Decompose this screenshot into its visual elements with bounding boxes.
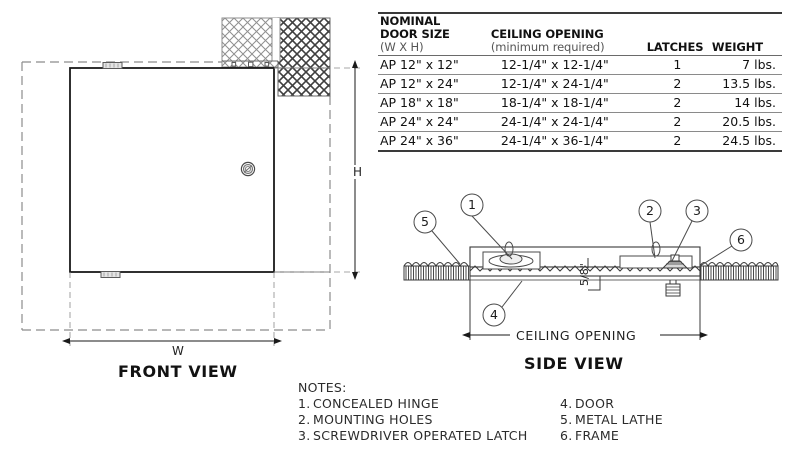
- front-frame-outline: [274, 67, 330, 273]
- callout-6: 6: [737, 232, 745, 247]
- header-opening-line2: (minimum required): [490, 39, 605, 54]
- side-latch-assembly: [619, 254, 693, 269]
- note-item: 4.DOOR: [560, 396, 663, 412]
- callout-4: 4: [490, 307, 498, 322]
- cell-weight: 20.5 lbs.: [709, 112, 782, 132]
- header-size-line3: (W X H): [380, 39, 424, 54]
- front-hatch-gap: [272, 18, 280, 61]
- cell-latches: 1: [644, 55, 710, 75]
- front-hatch-light: [221, 17, 279, 68]
- note-number: 3.: [298, 428, 311, 443]
- dimension-label-ceiling-opening: CEILING OPENING: [514, 328, 639, 343]
- side-opening-extension-lines: [469, 247, 701, 340]
- note-text: MOUNTING HOLES: [313, 412, 433, 427]
- table-head: NOMINAL DOOR SIZE (W X H) CEILING OPENIN…: [378, 11, 782, 56]
- notes-column-right: 4.DOOR 5.METAL LATHE 6.FRAME: [560, 396, 663, 444]
- front-door-panel: [69, 67, 275, 273]
- table-row: AP 18" x 18" 18-1/4" x 18-1/4" 2 14 lbs.: [378, 93, 782, 113]
- note-item: 1.CONCEALED HINGE: [298, 396, 528, 412]
- front-hatch-dark-lower: [277, 67, 331, 97]
- cell-size: AP 12" x 12": [378, 55, 489, 75]
- note-item: 6.FRAME: [560, 428, 663, 444]
- header-ceiling-opening: CEILING OPENING (minimum required): [488, 11, 645, 56]
- cell-latches: 2: [644, 131, 710, 152]
- note-text: METAL LATHE: [575, 412, 663, 427]
- cell-latches: 2: [644, 93, 710, 113]
- cell-opening: 24-1/4" x 36-1/4": [488, 131, 645, 152]
- front-view-group: [21, 17, 360, 346]
- cell-opening: 12-1/4" x 12-1/4": [488, 55, 645, 75]
- callout-5: 5: [421, 214, 429, 229]
- cell-size: AP 24" x 36": [378, 131, 489, 152]
- cell-size: AP 12" x 24": [378, 74, 489, 94]
- cell-weight: 14 lbs.: [709, 93, 782, 113]
- header-weight: WEIGHT: [709, 11, 782, 56]
- front-height-dimension: [274, 60, 360, 280]
- side-view-caption: SIDE VIEW: [524, 354, 624, 373]
- front-mounting-holes: [231, 61, 270, 68]
- note-text: FRAME: [575, 428, 620, 443]
- front-width-dimension: [62, 272, 282, 346]
- cell-weight: 13.5 lbs.: [709, 74, 782, 94]
- cell-size: AP 24" x 24": [378, 112, 489, 132]
- note-number: 1.: [298, 396, 311, 411]
- side-view-group: [403, 193, 779, 340]
- front-hatch-dark-upper: [277, 17, 331, 69]
- dimension-label-height: H: [351, 165, 365, 179]
- note-number: 6.: [560, 428, 573, 443]
- cell-latches: 2: [644, 74, 710, 94]
- note-item: 2.MOUNTING HOLES: [298, 412, 528, 428]
- note-number: 2.: [298, 412, 311, 427]
- cell-size: AP 18" x 18": [378, 93, 489, 113]
- cell-opening: 12-1/4" x 24-1/4": [488, 74, 645, 94]
- note-item: 3.SCREWDRIVER OPERATED LATCH: [298, 428, 528, 444]
- header-size-line1: NOMINAL: [380, 14, 441, 28]
- side-hinge-assembly: [482, 251, 541, 270]
- notes-block: NOTES: 1.CONCEALED HINGE 2.MOUNTING HOLE…: [298, 380, 768, 443]
- notes-title: NOTES:: [298, 380, 347, 395]
- side-fastener: [665, 280, 681, 297]
- note-number: 5.: [560, 412, 573, 427]
- front-latch-icon: [240, 161, 256, 177]
- cell-weight: 7 lbs.: [709, 55, 782, 75]
- notes-column-left: 1.CONCEALED HINGE 2.MOUNTING HOLES 3.SCR…: [298, 396, 528, 444]
- cell-opening: 24-1/4" x 24-1/4": [488, 112, 645, 132]
- side-callout-leaders: [413, 193, 753, 327]
- note-text: SCREWDRIVER OPERATED LATCH: [313, 428, 528, 443]
- header-nominal-door-size: NOMINAL DOOR SIZE (W X H): [378, 11, 489, 56]
- table-row: AP 24" x 36" 24-1/4" x 36-1/4" 2 24.5 lb…: [378, 131, 782, 152]
- side-metal-lathe-left: [403, 261, 471, 281]
- callout-2: 2: [646, 203, 654, 218]
- front-hinge-tab-top: [102, 62, 123, 69]
- header-opening-line1: CEILING OPENING: [490, 26, 604, 41]
- specification-table: NOMINAL DOOR SIZE (W X H) CEILING OPENIN…: [378, 11, 782, 152]
- table-row: AP 24" x 24" 24-1/4" x 24-1/4" 2 20.5 lb…: [378, 112, 782, 132]
- front-hinge-tab-bottom: [100, 271, 121, 278]
- note-item: 5.METAL LATHE: [560, 412, 663, 428]
- cell-opening: 18-1/4" x 18-1/4": [488, 93, 645, 113]
- side-thickness-dimension: [587, 258, 601, 291]
- cell-weight: 24.5 lbs.: [709, 131, 782, 152]
- table-row: AP 12" x 12" 12-1/4" x 12-1/4" 1 7 lbs.: [378, 55, 782, 75]
- note-text: CONCEALED HINGE: [313, 396, 440, 411]
- table-row: AP 12" x 24" 12-1/4" x 24-1/4" 2 13.5 lb…: [378, 74, 782, 94]
- dimension-label-thickness: 5/8": [578, 263, 591, 286]
- table-body: AP 12" x 12" 12-1/4" x 12-1/4" 1 7 lbs. …: [378, 55, 782, 152]
- note-number: 4.: [560, 396, 573, 411]
- note-text: DOOR: [575, 396, 615, 411]
- callout-3: 3: [693, 203, 701, 218]
- table-header-row: NOMINAL DOOR SIZE (W X H) CEILING OPENIN…: [378, 11, 782, 56]
- cell-latches: 2: [644, 112, 710, 132]
- dimension-label-width: W: [170, 344, 186, 358]
- front-view-caption: FRONT VIEW: [118, 362, 238, 381]
- front-ceiling-boundary: [21, 61, 331, 331]
- header-latches: LATCHES: [644, 11, 710, 56]
- callout-1: 1: [468, 197, 476, 212]
- header-size-line2: DOOR SIZE: [380, 26, 450, 41]
- side-metal-lathe-right: [699, 261, 779, 281]
